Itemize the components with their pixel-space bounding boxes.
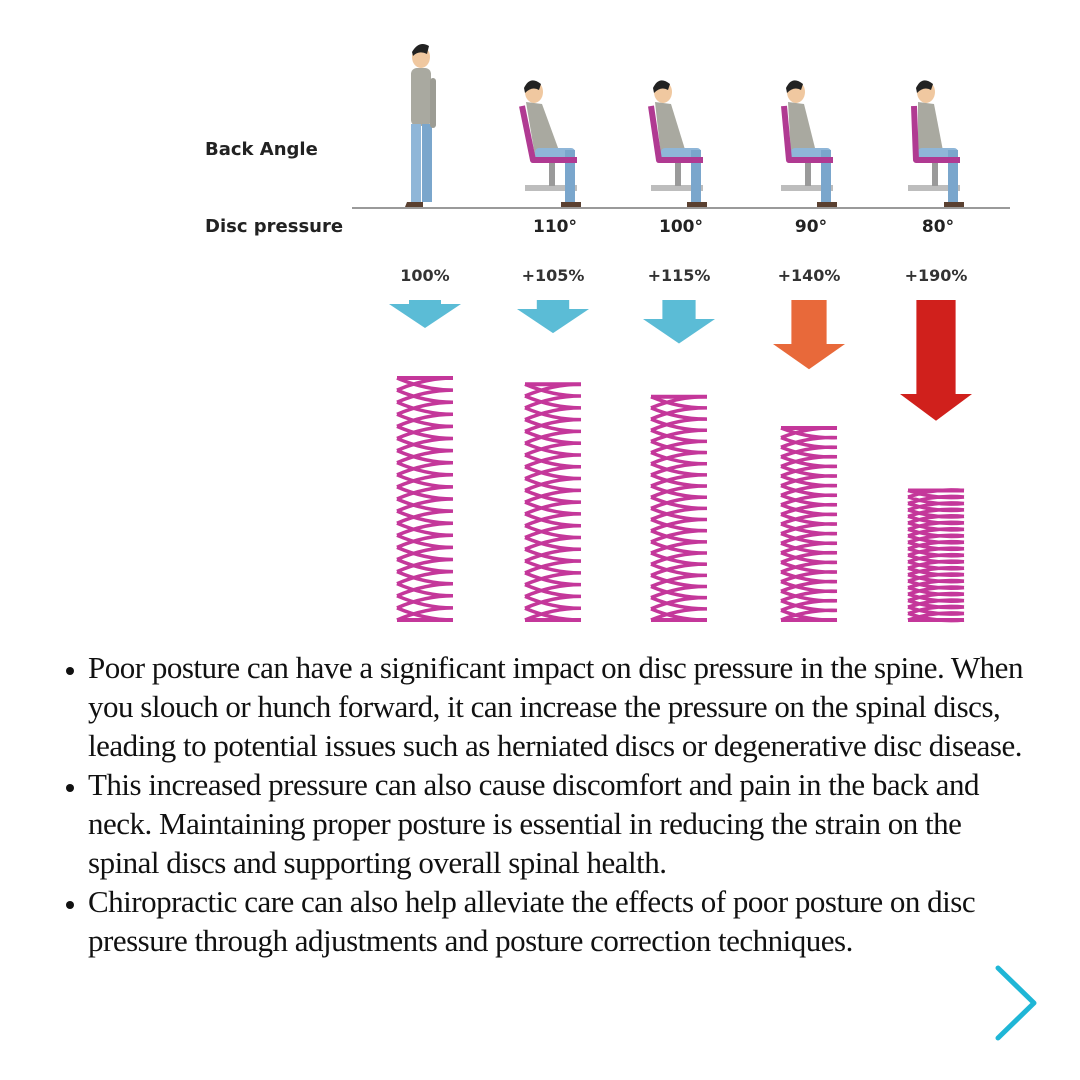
back-angle-value: 110° [533,217,577,237]
back-angle-value: 100° [659,217,703,237]
bullet-list: Poor posture can have a significant impa… [40,648,1038,960]
disc-spring [524,382,582,622]
back-angle-value: 80° [922,217,954,237]
bullet-item: This increased pressure can also cause d… [88,765,1038,882]
bullet-item: Poor posture can have a significant impa… [88,648,1038,765]
sitting-person [648,80,707,207]
pressure-arrow [517,300,589,334]
standing-person [405,44,436,207]
posture-column: 90° +140% [773,80,845,622]
sitting-person [908,80,964,207]
columns-layer: 100% 110° +105% 100° +115% 90° +140% 80° +190% [389,44,972,623]
back-angle-label: Back Angle [205,139,318,160]
disc-spring [907,488,965,623]
pressure-value: 100% [400,266,449,285]
posture-column: 80° +190% [900,80,972,623]
posture-disc-pressure-figure: Back Angle Disc pressure 100%110°+105%10… [205,44,1010,623]
pressure-arrow [773,300,845,370]
bullet-item: Chiropractic care can also help alleviat… [88,882,1038,960]
sitting-person [519,80,581,207]
back-angle-value: 90° [795,217,827,237]
pressure-value: +190% [905,266,968,285]
pressure-arrow [900,300,972,421]
pressure-value: +105% [522,266,585,285]
posture-column: 110° +105% [517,80,589,622]
disc-pressure-label: Disc pressure [205,216,343,237]
sitting-person [781,80,837,207]
posture-column: 100% [389,44,461,622]
pressure-value: +140% [778,266,841,285]
disc-spring [780,426,838,622]
disc-spring [396,376,454,622]
disc-spring [650,394,708,622]
posture-column: 100° +115% [643,80,715,622]
chevron-right-icon[interactable] [990,962,1042,1044]
pressure-arrow [389,300,461,328]
pressure-arrow [643,300,715,344]
pressure-value: +115% [648,266,711,285]
